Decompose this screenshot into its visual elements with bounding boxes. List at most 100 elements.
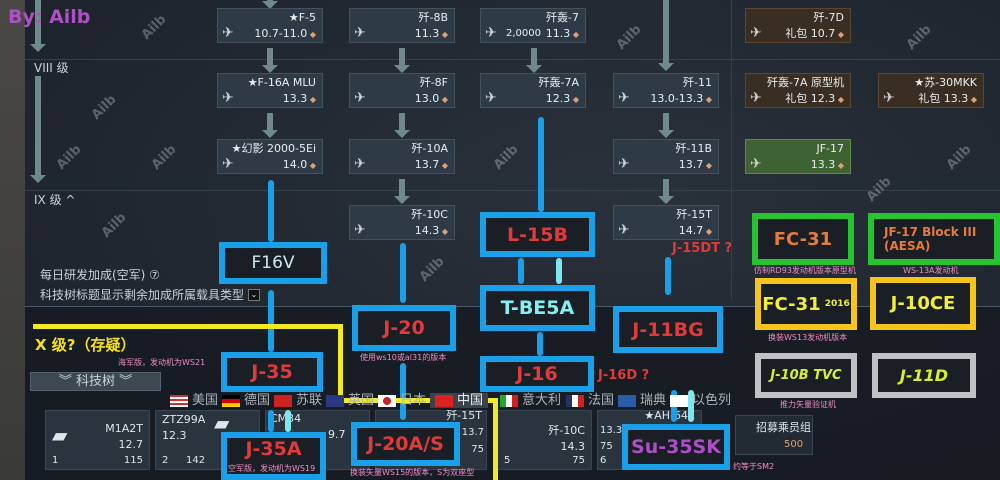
nation-tab-china[interactable]: 中国 [430, 393, 489, 408]
annotation-j15dt: J-15DT ? [672, 241, 733, 256]
battle-rating: 13.7 [415, 158, 448, 172]
nation-label: 意大利 [522, 393, 562, 408]
tier-x-line [33, 324, 343, 329]
flag-icon [170, 394, 188, 407]
flag-icon [566, 394, 584, 407]
tree-arrow [658, 179, 674, 204]
flag-icon [618, 394, 636, 407]
jet-icon: ✈ [485, 25, 497, 41]
tier-ix-label[interactable]: IX 级 ^ [34, 193, 76, 207]
battle-rating: 12.3 [546, 92, 579, 106]
vehicle-card-jh7a[interactable]: ✈ 歼轰-7A 12.3 [480, 73, 586, 108]
vehicle-card-jh7a-prototype[interactable]: ✈歼轰-7A 原型机礼包 12.3 [745, 73, 851, 108]
nation-tab-japan[interactable]: 日本 [378, 393, 426, 408]
caption-j20: 使用ws10或al31的版本 [360, 353, 447, 362]
battle-rating: 13.7 [461, 427, 484, 438]
recruit-cost: 500 [784, 439, 804, 450]
annotation-j10ce: J-10CE [870, 277, 976, 330]
jet-icon: ✈ [222, 25, 234, 41]
nation-tab-germany[interactable]: 德国 [222, 393, 270, 408]
tree-arrow [658, 113, 674, 138]
nation-tab-usa[interactable]: 美国 [170, 393, 218, 408]
tier-viii-label: VIII 级 [34, 61, 69, 75]
nation-label: 英国 [348, 393, 375, 408]
jet-icon: ✈ [354, 25, 366, 41]
annotation-j20as: J-20A/S [351, 422, 460, 466]
flag-icon [326, 394, 344, 407]
vehicle-name: 歼-8B [418, 11, 448, 24]
nation-tab-israel[interactable]: 以色列 [670, 393, 731, 408]
nation-tab-italy[interactable]: 意大利 [500, 393, 561, 408]
author-credit: By: Ailb [8, 6, 91, 28]
jet-icon: ✈ [485, 90, 497, 106]
daily-bonus-title[interactable]: 每日研发加成(空军) ⑦ [40, 268, 160, 282]
bonus-dropdown[interactable]: ⌄ [248, 289, 260, 301]
battle-rating: 礼包 12.3 [785, 92, 844, 106]
vehicle-name: 歼轰-7 [546, 11, 579, 24]
research-cost: 2,0000 [506, 28, 541, 39]
tree-arrow [394, 179, 410, 204]
bonus-subtitle: 科技树标题显示剩余加成所属载具类型 [40, 288, 245, 302]
connector-line [400, 363, 406, 420]
connector-line [268, 290, 274, 352]
battle-rating: 14.7 [679, 224, 712, 238]
connector-line [268, 410, 274, 432]
connector-line [665, 257, 671, 295]
jet-icon: ✈ [618, 156, 630, 172]
nation-tab-france[interactable]: 法国 [566, 393, 614, 408]
caption-su35sk: 约等于SM2 [733, 462, 775, 471]
jet-icon: ✈ [222, 90, 234, 106]
connector-line [537, 332, 543, 356]
tier-x-label: X 级?（存疑） [35, 336, 136, 354]
chevron-down-icon: ︾ [115, 374, 133, 389]
vehicle-name: 歼轰-7A [538, 76, 580, 89]
jet-icon: ✈ [618, 90, 630, 106]
tier-divider [25, 190, 1000, 191]
tank-icon: ▰ [52, 423, 68, 447]
tier-arrow [30, 0, 46, 52]
battle-rating: 12.3 [162, 429, 187, 442]
nation-label: 中国 [457, 393, 484, 408]
battle-rating: 14.3 [560, 440, 586, 453]
battle-rating: 9.7 [328, 428, 346, 441]
tier-divider [25, 59, 1000, 60]
crew-number: 5 [504, 455, 511, 466]
jet-icon: ✈ [750, 90, 762, 106]
annotation-t-be5a: T-BE5A [480, 285, 595, 331]
connector-line [285, 410, 291, 432]
annotation-su35sk: Su-35SK [622, 424, 730, 470]
vehicle-name: ★幻影 2000-5Ei [231, 142, 316, 155]
annotation-j20: J-20 [352, 305, 456, 351]
battle-rating: 11.3 [415, 27, 448, 41]
tree-arrow [262, 113, 278, 138]
tree-arrow [262, 48, 278, 73]
tech-tree-button[interactable]: ︾ 科技树 ︾ [30, 372, 161, 391]
repair-cost: 75 [572, 455, 585, 466]
jet-icon: ✈ [354, 222, 366, 238]
battle-rating: 13.3 [811, 158, 844, 172]
nation-tab-uk[interactable]: 英国 [326, 393, 374, 408]
annotation-j11d: J-11D [872, 353, 976, 398]
nation-label: 美国 [192, 393, 219, 408]
vehicle-card-j8b[interactable]: ✈ 歼-8B 11.3 [349, 8, 455, 43]
nation-tab-sweden[interactable]: 瑞典 [618, 393, 666, 408]
connector-line [538, 117, 544, 212]
nation-tab-ussr[interactable]: 苏联 [274, 393, 322, 408]
